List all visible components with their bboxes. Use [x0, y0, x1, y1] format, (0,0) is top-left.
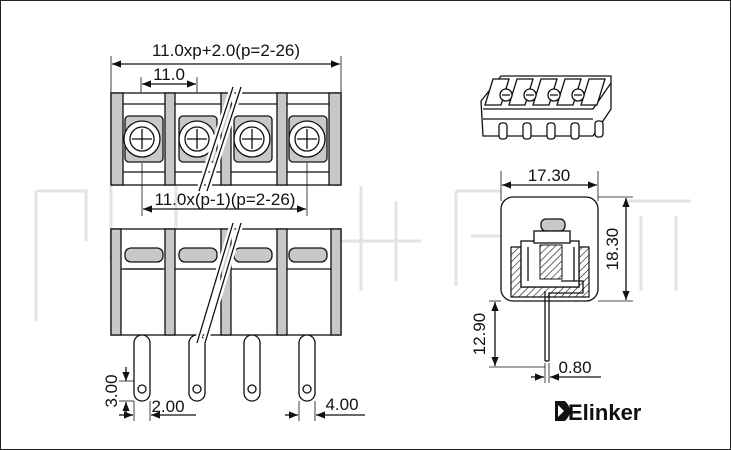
- top-view: 11.0xp+2.0(p=2-26) 11.0: [110, 41, 342, 216]
- side-width-label: 17.30: [528, 166, 571, 185]
- pin-length-label: 12.90: [470, 313, 489, 356]
- screw-head-icon: [233, 115, 273, 163]
- front-view: 3.00 2.00 4.00: [102, 222, 365, 421]
- pin-width-label: 2.00: [151, 397, 184, 416]
- brand-name: Elinker: [568, 400, 642, 425]
- brand-logo: Elinker: [555, 400, 642, 425]
- screw-head-icon: [123, 115, 164, 163]
- span-label: 11.0x(p-1)(p=2-26): [155, 190, 296, 209]
- watermark: [34, 186, 691, 321]
- screw-head-icon: [178, 115, 218, 163]
- elinker-logo-icon: [555, 401, 570, 421]
- pin-tip-label: 3.00: [102, 374, 121, 407]
- screw-head-icon: [288, 115, 328, 163]
- pin-spacing-label: 4.00: [325, 395, 358, 414]
- isometric-view: [480, 75, 612, 140]
- side-view: 17.30 18.30 12.90 0.80: [470, 166, 633, 383]
- overall-width-label: 11.0xp+2.0(p=2-26): [152, 41, 300, 60]
- pin-thickness-label: 0.80: [558, 358, 591, 377]
- side-height-label: 18.30: [603, 228, 622, 271]
- pitch-label: 11.0: [153, 65, 185, 84]
